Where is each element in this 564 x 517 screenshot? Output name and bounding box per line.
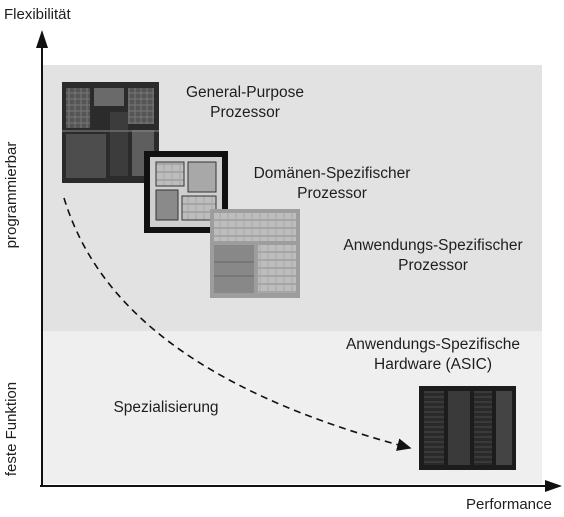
- general-purpose-die-icon: [62, 82, 159, 183]
- application-specific-die-icon: [210, 209, 300, 298]
- band-label-programmable: programmierbar: [3, 141, 20, 249]
- y-axis-arrow-icon: [36, 30, 48, 48]
- domain-specific-die-icon: [144, 151, 228, 233]
- label-domain-specific-line2: Prozessor: [297, 185, 367, 202]
- y-axis-title: Flexibilität: [4, 6, 71, 23]
- label-general-purpose-line2: Prozessor: [210, 104, 280, 121]
- label-asic-line2: Hardware (ASIC): [374, 356, 492, 373]
- label-application-specific-processor-line1: Anwendungs-Spezifischer: [343, 237, 523, 254]
- label-domain-specific-line1: Domänen-Spezifischer: [253, 165, 411, 182]
- label-general-purpose-line1: General-Purpose: [185, 84, 305, 101]
- x-axis-arrow-icon: [545, 480, 562, 492]
- label-domain-specific: Domänen-Spezifischer Prozessor: [232, 164, 432, 204]
- label-general-purpose: General-Purpose Prozessor: [160, 83, 330, 123]
- x-axis-title: Performance: [466, 496, 552, 513]
- label-asic-line1: Anwendungs-Spezifische: [345, 336, 521, 353]
- label-application-specific-processor: Anwendungs-Spezifischer Prozessor: [318, 236, 548, 276]
- band-label-fixed-function: feste Funktion: [3, 381, 20, 477]
- asic-chip-icon: [419, 386, 516, 470]
- label-application-specific-processor-line2: Prozessor: [398, 257, 468, 274]
- label-asic: Anwendungs-Spezifische Hardware (ASIC): [318, 335, 548, 375]
- specialization-label: Spezialisierung: [113, 399, 219, 416]
